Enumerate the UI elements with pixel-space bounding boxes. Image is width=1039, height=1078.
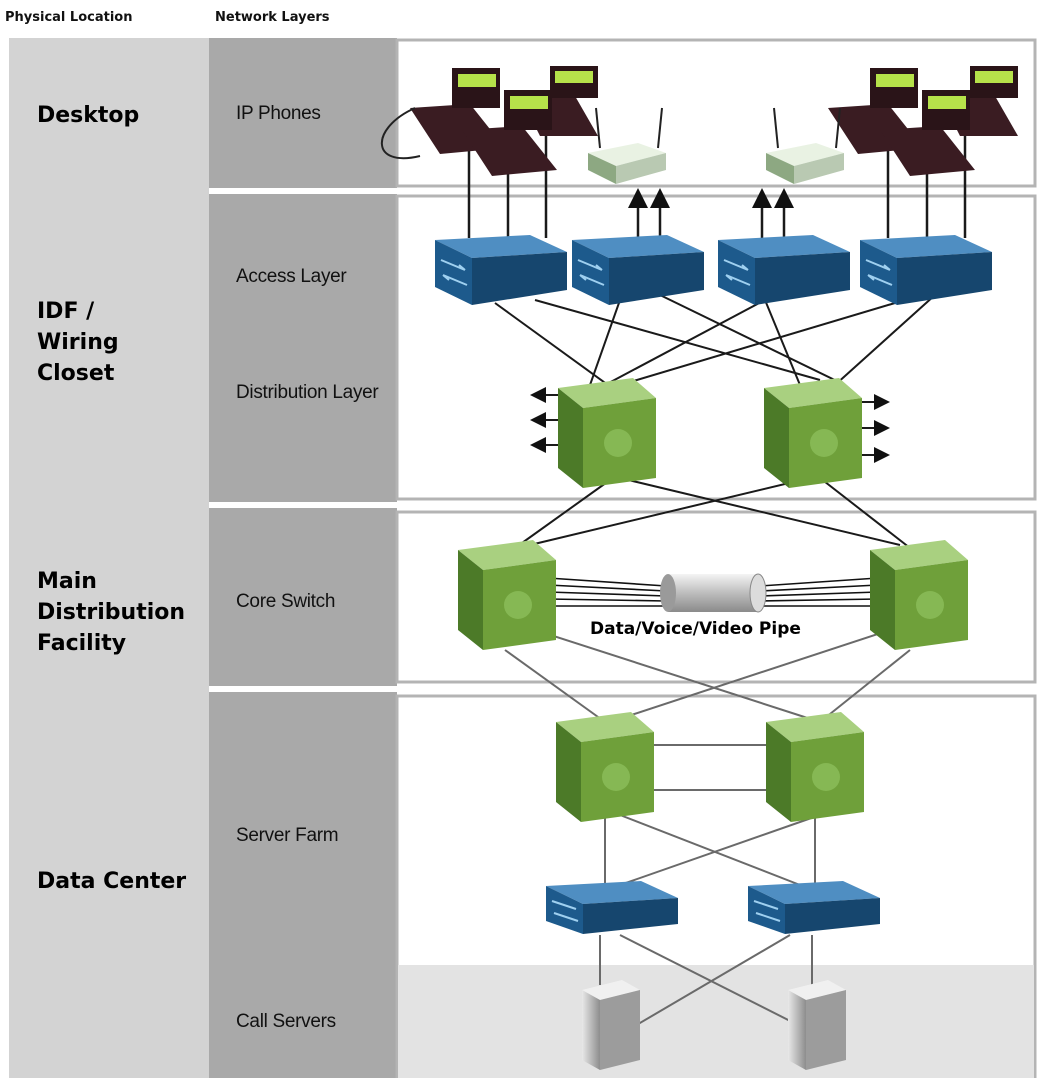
multilayer-switch-icon (870, 540, 968, 650)
server-icon (582, 980, 640, 1070)
ip-phone-icon (940, 66, 1018, 136)
layer-access: Access Layer (236, 266, 347, 287)
location-mdf: Main Distribution Facility (37, 569, 186, 656)
access-switch-icon (572, 235, 704, 305)
header-network-layers: Network Layers (215, 10, 330, 25)
multilayer-switch-icon (556, 712, 654, 822)
header-physical-location: Physical Location (5, 10, 133, 25)
ip-phone-icon (462, 90, 557, 176)
layer-distribution: Distribution Layer (236, 382, 379, 403)
layer-ip-phones: IP Phones (236, 103, 321, 124)
layer-core: Core Switch (236, 591, 336, 612)
wireless-access-point-icon (766, 107, 844, 184)
access-switch-icon (860, 235, 992, 305)
multilayer-switch-icon (766, 712, 864, 822)
ap-uplinks (628, 188, 794, 240)
multilayer-switch-icon (764, 378, 862, 488)
location-data-center: Data Center (37, 869, 187, 894)
multilayer-switch-icon (558, 378, 656, 488)
layer-column (209, 38, 397, 1078)
data-center-links (504, 629, 911, 1031)
layer-server-farm: Server Farm (236, 825, 339, 846)
network-links (494, 291, 936, 549)
pipe-icon (660, 573, 767, 613)
location-idf: IDF / Wiring Closet (37, 299, 119, 386)
location-column (9, 38, 209, 1078)
multilayer-switch-icon (458, 540, 556, 650)
pipe-wires (547, 577, 879, 607)
access-switch-icon (435, 235, 567, 305)
wireless-access-point-icon (588, 107, 666, 184)
layer-call-servers: Call Servers (236, 1011, 336, 1032)
pipe-label: Data/Voice/Video Pipe (590, 619, 801, 639)
access-switch-icon (718, 235, 850, 305)
location-desktop: Desktop (37, 103, 140, 128)
access-switch-icon (546, 881, 678, 934)
ip-phone-icon (880, 90, 975, 176)
distribution-port-arrows (530, 387, 890, 463)
access-switch-icon (748, 881, 880, 934)
server-icon (788, 980, 846, 1070)
